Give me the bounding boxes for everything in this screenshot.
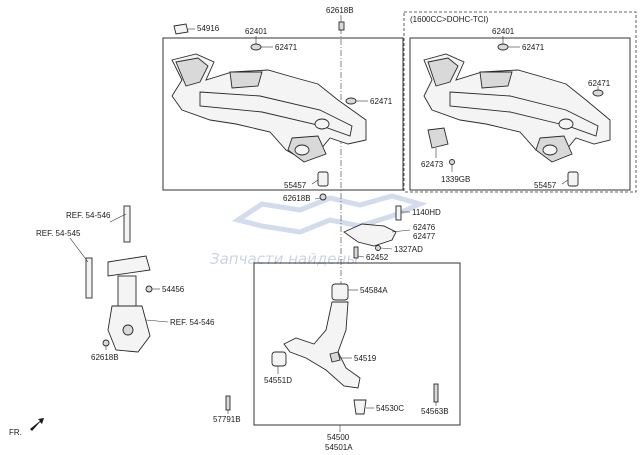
label-54500: 54500 [327, 433, 350, 442]
label-54563B: 54563B [421, 407, 449, 416]
stabilizer-link [85, 257, 93, 299]
leader-lines [69, 15, 599, 432]
label-54519: 54519 [354, 354, 377, 363]
lower-control-arm [271, 283, 367, 415]
hub-bore [122, 324, 134, 336]
label-62618B-top: 62618B [326, 6, 354, 15]
label-62618B-low: 62618B [91, 353, 119, 362]
label-ref-54-546-top: REF. 54-546 [66, 211, 111, 220]
label-54530C: 54530C [376, 404, 404, 413]
bush-62471-c [497, 43, 509, 51]
label-54916: 54916 [197, 24, 220, 33]
label-62471-alt-a: 62471 [522, 43, 545, 52]
spring-seat [107, 255, 151, 277]
subframe-main [171, 53, 367, 163]
bolt-1140HD [395, 205, 402, 221]
label-54584A: 54584A [360, 286, 388, 295]
main-subframe-box [162, 37, 404, 191]
mount-55457-alt [567, 171, 579, 187]
variant-subframe-box [409, 37, 631, 191]
label-54501A: 54501A [325, 443, 353, 452]
lower-arm-box [253, 262, 461, 426]
label-62618B-mid: 62618B [283, 194, 311, 203]
clip-54519 [329, 351, 341, 363]
label-54551D: 54551D [264, 376, 292, 385]
strut-assembly [85, 205, 153, 353]
label-57791B: 57791B [213, 415, 241, 424]
watermark-text: Запчасти найдены [210, 250, 358, 268]
label-55457-main: 55457 [284, 181, 307, 190]
label-1339GB: 1339GB [441, 175, 470, 184]
front-arrow-icon [30, 418, 44, 431]
nut-62618B-mid [319, 193, 327, 201]
label-62473: 62473 [421, 160, 444, 169]
bolt-62452 [353, 246, 359, 259]
label-62471-main-b: 62471 [370, 97, 393, 106]
bolt-54563B [433, 383, 439, 403]
label-1140HD: 1140HD [412, 208, 441, 217]
cap-54916 [173, 23, 189, 35]
variant-dashed-box [403, 11, 637, 193]
label-62401-alt: 62401 [492, 27, 515, 36]
balljoint-54530C [353, 399, 367, 415]
label-1327AD: 1327AD [394, 245, 423, 254]
nut-54456 [145, 285, 153, 293]
bracket-62476 [343, 223, 397, 247]
bolt-57791B [225, 395, 231, 411]
bush-62471-a [250, 43, 262, 51]
strut-rod [123, 205, 131, 243]
label-62471-alt-b: 62471 [588, 79, 611, 88]
variant-box-title: (1600CC>DOHC-TCI) [410, 15, 489, 24]
direction-label: FR. [9, 428, 22, 437]
label-54456: 54456 [162, 285, 185, 294]
bushing-54584A [331, 283, 349, 301]
label-62476: 62476 [413, 223, 436, 232]
label-62477: 62477 [413, 232, 436, 241]
bracket-62473 [427, 127, 449, 149]
subframe-variant [423, 53, 611, 165]
nut-62618B-low [102, 339, 110, 347]
bushing-54551D [271, 351, 287, 367]
bolt-1339GB [449, 159, 455, 165]
bolt-62618B-top [338, 21, 345, 31]
label-ref-54-545: REF. 54-545 [36, 229, 81, 238]
mount-55457-main [317, 171, 329, 187]
label-62452: 62452 [366, 253, 389, 262]
label-62401-main: 62401 [245, 27, 268, 36]
label-55457-alt: 55457 [534, 181, 557, 190]
label-62471-main-a: 62471 [275, 43, 298, 52]
strut-body [117, 275, 137, 307]
label-ref-54-546-bottom: REF. 54-546 [170, 318, 215, 327]
nut-1327AD [375, 245, 381, 251]
bush-62471-b [345, 97, 357, 105]
bush-62471-d [592, 89, 604, 97]
